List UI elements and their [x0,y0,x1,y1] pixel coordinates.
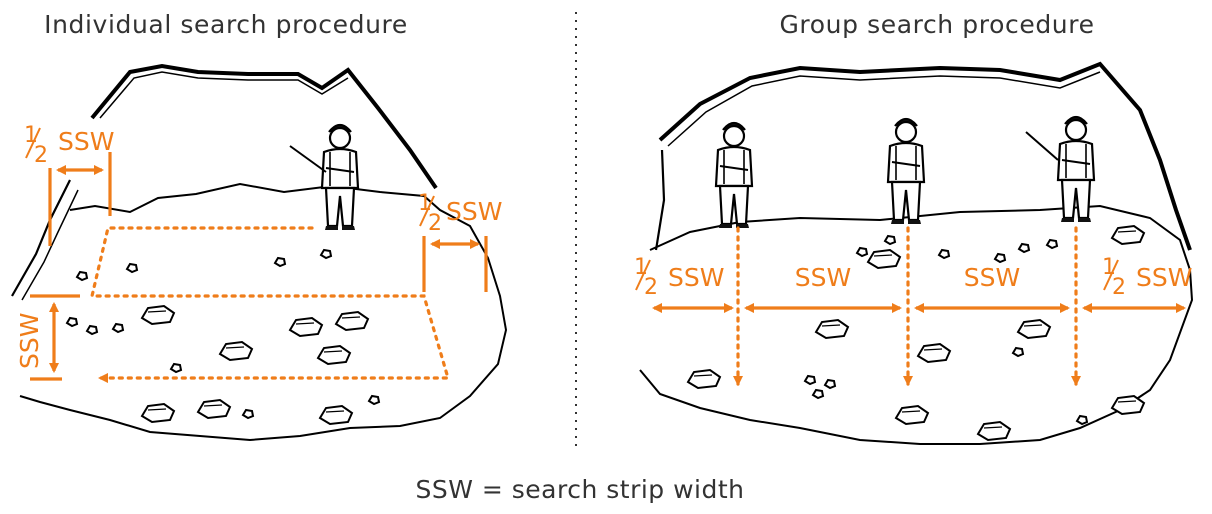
search-path [89,226,451,384]
legend-text: SSW = search strip width [415,475,744,504]
half-denominator: 2 [34,143,48,168]
ground-outline [639,204,1194,445]
title-individual: Individual search procedure [44,10,408,39]
half-ssw-right-label: SSW [1136,263,1192,292]
half-denominator: 2 [428,211,442,236]
back-wall [90,63,438,190]
half-ssw-left-label: SSW [668,263,724,292]
back-wall [658,61,1192,251]
ssw-vertical-label: SSW [15,313,44,369]
searcher-person-3 [1056,114,1096,224]
searcher-person-1 [714,120,754,230]
half-ssw-right-label: SSW [446,197,502,226]
left-wall [11,179,71,297]
title-group: Group search procedure [779,10,1094,39]
searcher-person-2 [886,116,926,226]
ssw-label-2: SSW [964,263,1020,292]
half-denominator: 2 [1112,275,1126,300]
searcher-person [320,122,360,232]
detector-antenna [1025,131,1059,161]
group-panel: 1 2 SSW SSW SSW 1 2 SSW [634,61,1194,445]
half-ssw-left-label: SSW [58,127,114,156]
individual-panel: 1 2 SSW 1 2 SSW SSW [11,63,508,442]
ssw-label-1: SSW [795,263,851,292]
half-denominator: 2 [644,275,658,300]
detector-antenna [289,145,327,173]
ground-outline [19,182,508,442]
